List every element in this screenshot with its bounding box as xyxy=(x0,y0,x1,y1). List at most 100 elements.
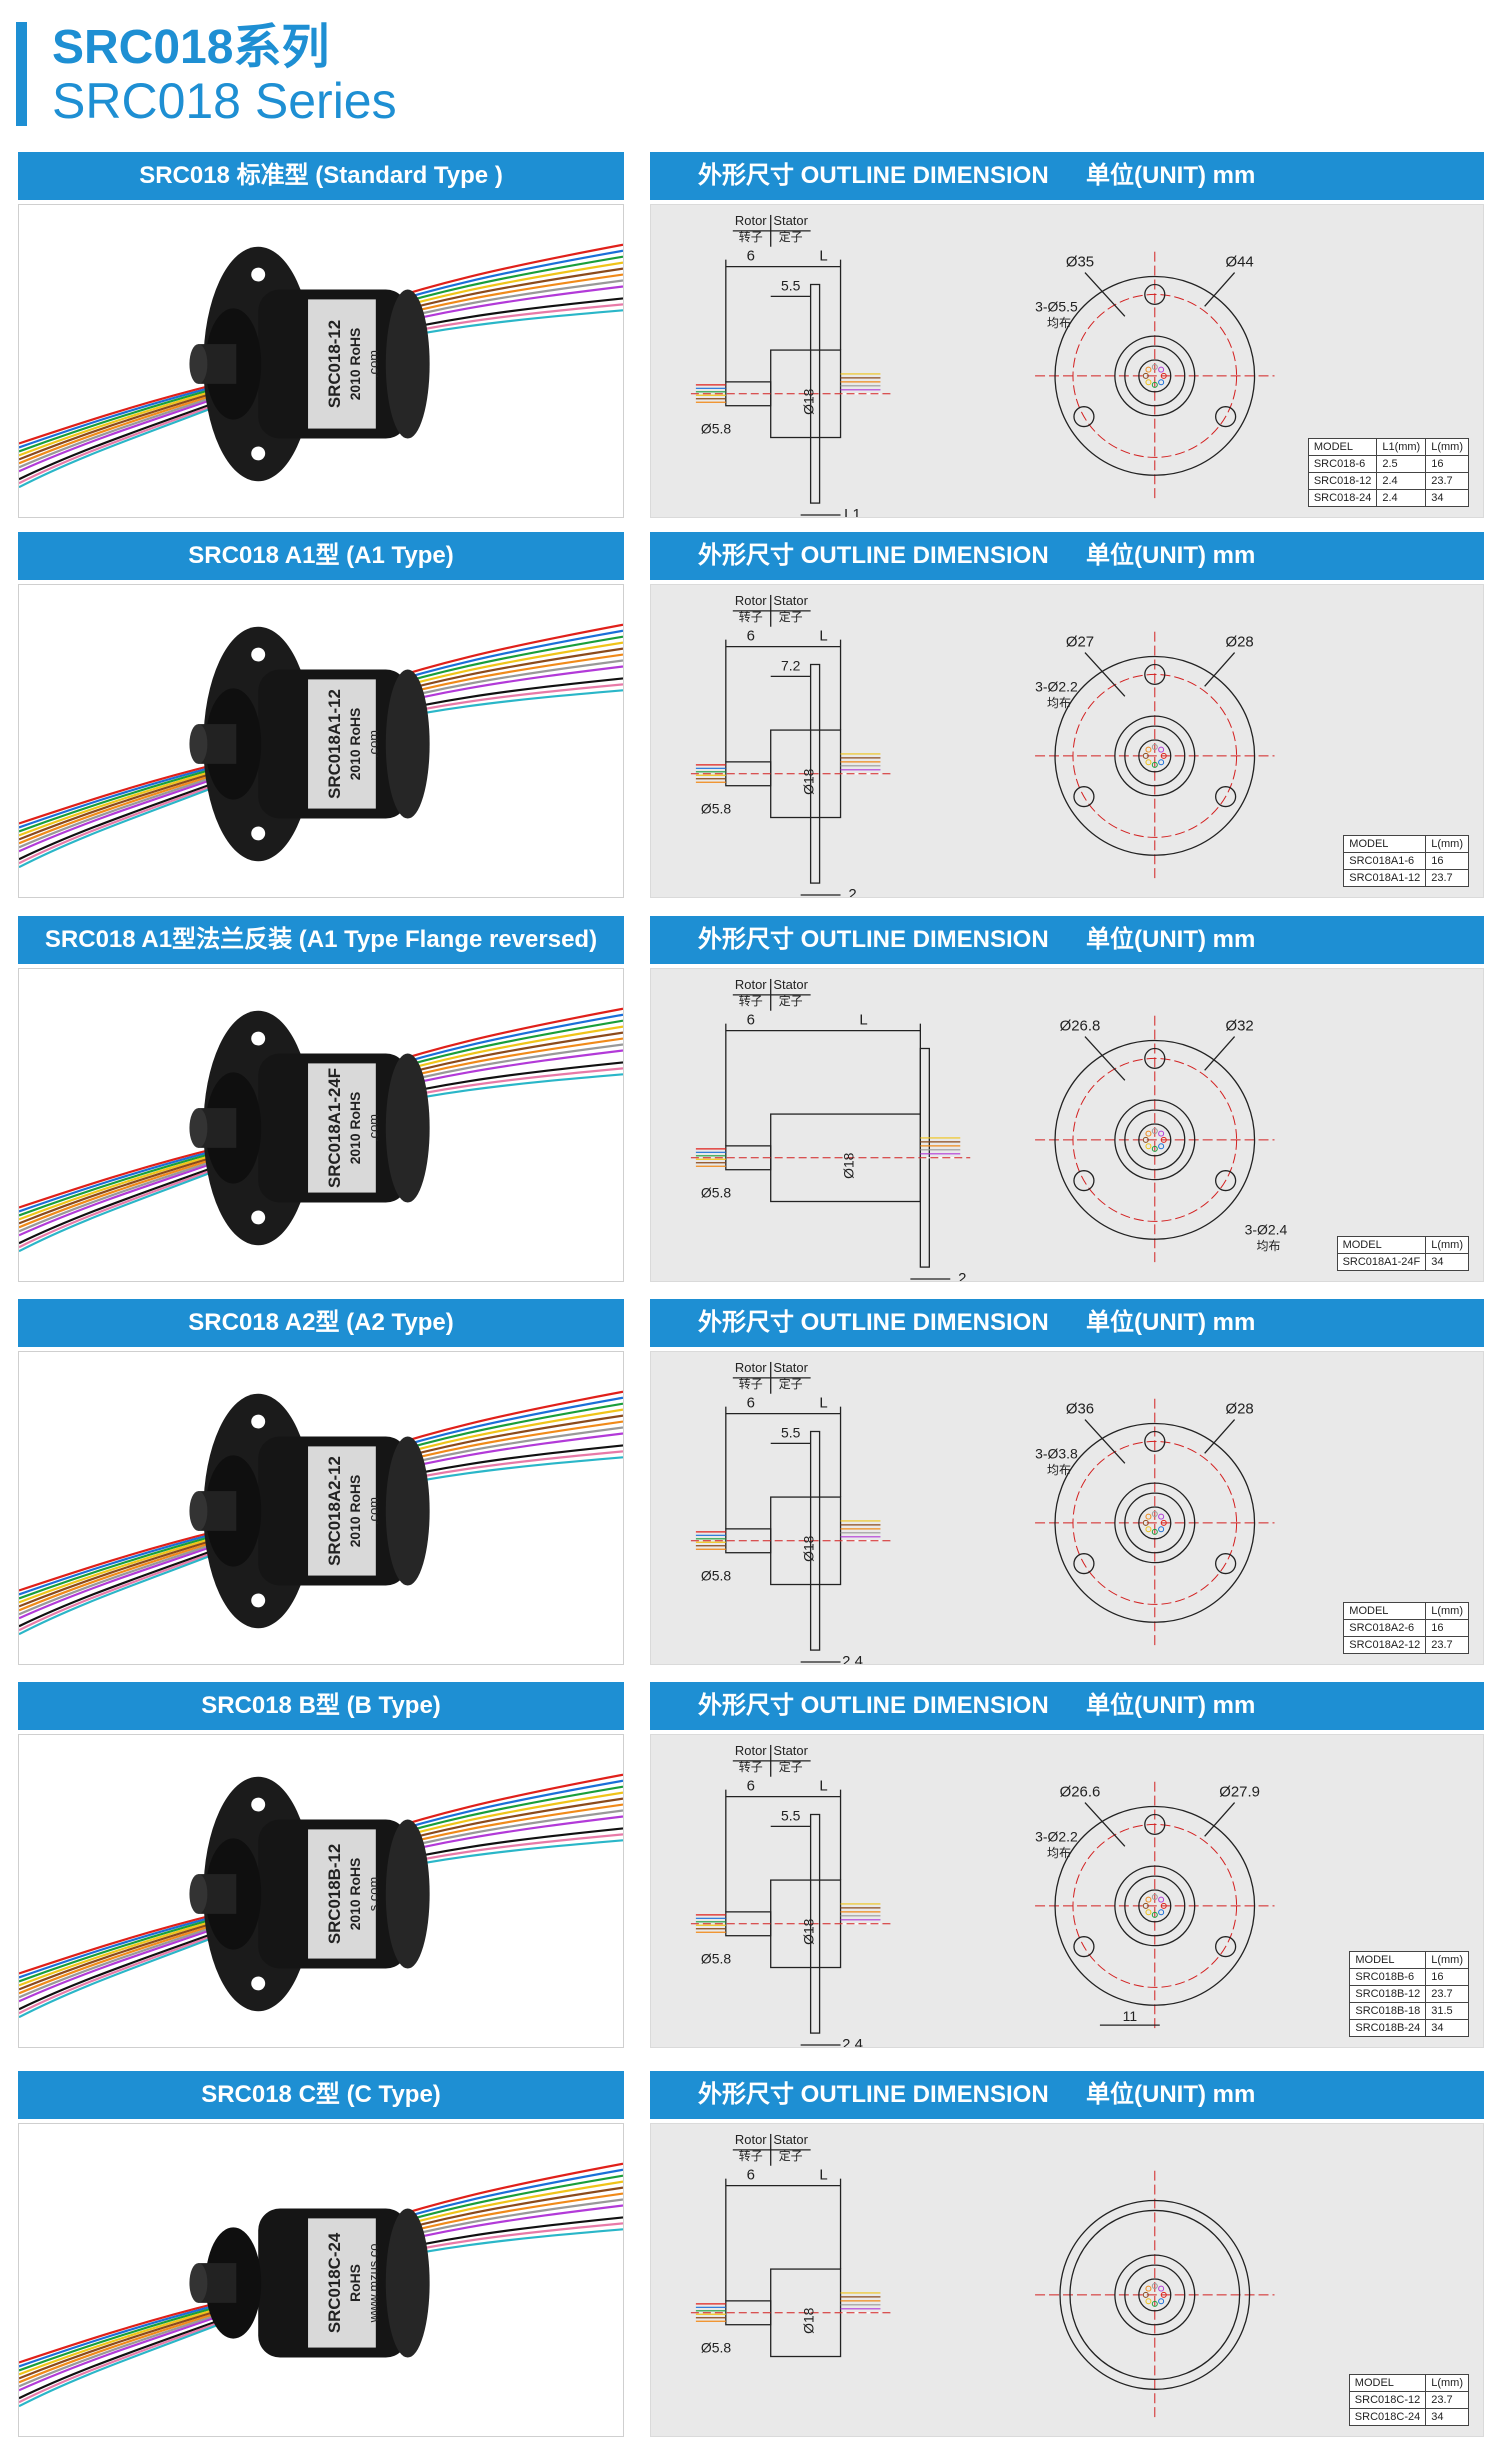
housing-end xyxy=(385,1436,430,1586)
rotor-label: Rotor xyxy=(735,1360,767,1375)
table-cell: SRC018B-6 xyxy=(1349,1968,1427,1986)
product-section: SRC018 C型 (C Type)外形尺寸 OUTLINE DIMENSION… xyxy=(0,2071,1500,2441)
wire-left xyxy=(19,392,219,465)
product-url-print: .com xyxy=(366,730,381,758)
wire-left xyxy=(19,1158,219,1233)
table-cell: 34 xyxy=(1425,489,1469,507)
wire-left xyxy=(19,382,219,445)
housing-end xyxy=(385,2208,430,2358)
table-cell: 16 xyxy=(1425,1968,1469,1986)
front-view xyxy=(1035,631,1275,881)
dim-body-diameter: Ø18 xyxy=(801,1918,817,1945)
dim-flange-width: 2 xyxy=(848,886,856,897)
table-cell: SRC018B-12 xyxy=(1349,1985,1427,2003)
wire-left xyxy=(19,1146,219,1209)
wire-left xyxy=(19,2321,219,2404)
wire-left xyxy=(19,1164,219,1245)
table-cell: 2.4 xyxy=(1376,472,1427,490)
wire-left xyxy=(19,1545,219,1624)
stator-label-cn: 定子 xyxy=(779,2148,803,2163)
dim-flange-diameter: Ø28 xyxy=(1225,634,1253,651)
rotor-label: Rotor xyxy=(735,213,767,228)
wire-left xyxy=(19,404,219,489)
dim-body-diameter: Ø18 xyxy=(801,2307,817,2334)
dim-flange-width: 2 xyxy=(958,1270,966,1281)
product-sub-print: RoHS xyxy=(347,2264,363,2302)
table-header-cell: MODEL xyxy=(1349,1951,1427,1969)
product-section: SRC018 标准型 (Standard Type ) 外形尺寸 OUTLINE … xyxy=(0,152,1500,522)
housing-label xyxy=(308,1446,376,1576)
front-view xyxy=(1035,2170,1275,2420)
table-cell: 2.5 xyxy=(1376,455,1427,473)
section-title: SRC018 标准型 (Standard Type ) xyxy=(18,152,624,200)
table-header-cell: L(mm) xyxy=(1425,1951,1469,1969)
flange-hole xyxy=(251,826,266,841)
table-header-cell: L(mm) xyxy=(1425,438,1469,456)
dim-body-length: L xyxy=(819,628,827,645)
outline-dimension-label: 外形尺寸 OUTLINE DIMENSION xyxy=(698,2081,1049,2108)
product-model-print: SRC018A1-12 xyxy=(325,689,344,799)
wire-left xyxy=(19,764,219,829)
rotor-label: Rotor xyxy=(735,593,767,608)
dim-pitch-diameter: Ø26.6 xyxy=(1060,1784,1101,1801)
outline-dimension-label: 外形尺寸 OUTLINE DIMENSION xyxy=(698,926,1049,953)
housing-label xyxy=(308,2218,376,2348)
wire-left xyxy=(19,2303,219,2368)
outline-dimension-drawing xyxy=(690,594,1275,896)
flange-hole xyxy=(251,1797,266,1812)
dim-flange-width: L1 xyxy=(844,506,861,517)
front-view xyxy=(1035,1398,1275,1648)
wire-left xyxy=(19,770,219,841)
outline-dimension-drawing xyxy=(690,1744,1275,2046)
rotor-tip xyxy=(189,1108,208,1148)
table-cell: 34 xyxy=(1425,2408,1469,2426)
dim-pitch-diameter: Ø36 xyxy=(1066,1401,1094,1418)
wire-left xyxy=(19,388,219,457)
stator-label-cn: 定子 xyxy=(779,1759,803,1774)
table-header-cell: MODEL xyxy=(1307,438,1378,456)
dim-body-length: L xyxy=(819,1778,827,1795)
wire-left xyxy=(19,1533,219,1600)
table-cell: SRC018-12 xyxy=(1307,472,1378,490)
wire-left xyxy=(19,1539,219,1612)
dim-shaft-diameter: Ø5.8 xyxy=(701,421,732,437)
wire-left xyxy=(19,762,219,825)
table-cell: SRC018A1-12 xyxy=(1343,869,1427,887)
table-cell: 16 xyxy=(1425,852,1469,870)
outline-dimension-label: 外形尺寸 OUTLINE DIMENSION xyxy=(698,542,1049,569)
housing-end xyxy=(385,1053,430,1203)
wire-left xyxy=(19,782,219,865)
flange-hole xyxy=(251,1031,266,1046)
outline-dimension-label: 外形尺寸 OUTLINE DIMENSION xyxy=(698,162,1049,189)
wire-left xyxy=(19,1166,219,1249)
dim-body-length: L xyxy=(819,248,827,265)
dim-rotor-length: 6 xyxy=(747,248,755,265)
wire-left xyxy=(19,398,219,477)
table-header-cell: L(mm) xyxy=(1425,2374,1469,2392)
housing-label xyxy=(308,679,376,809)
table-cell: SRC018B-24 xyxy=(1349,2019,1427,2037)
flange-hole xyxy=(251,1414,266,1429)
dim-flange-diameter: Ø28 xyxy=(1225,1401,1253,1418)
product-url-print: .com xyxy=(366,1114,381,1142)
dim-pitch-diameter: Ø27 xyxy=(1066,634,1094,651)
wire-left xyxy=(19,1932,219,2015)
housing-label xyxy=(308,299,376,429)
table-cell: 34 xyxy=(1425,2019,1469,2037)
rotor-label-cn: 转子 xyxy=(739,1759,763,1774)
dim-rotor-length: 6 xyxy=(747,1778,755,1795)
wire-left xyxy=(19,772,219,845)
table-cell: 34 xyxy=(1425,1253,1469,1271)
